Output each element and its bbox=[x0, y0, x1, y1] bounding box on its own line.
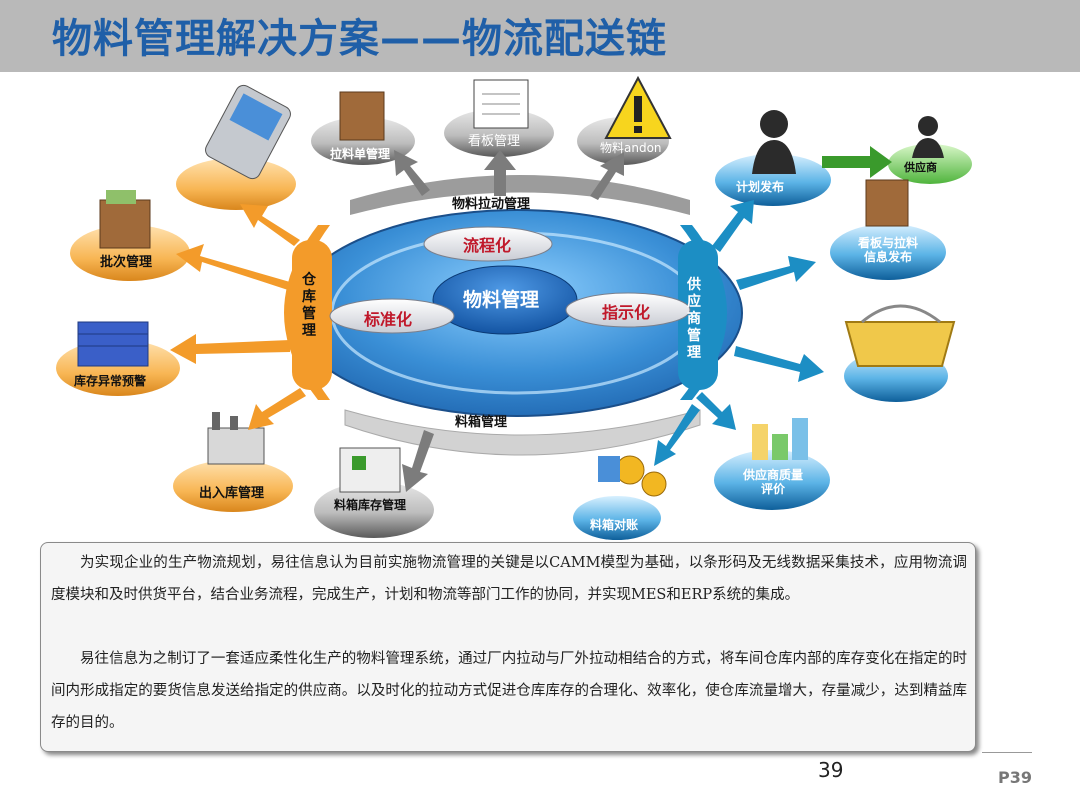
page-title: 物料管理解决方案——物流配送链 bbox=[52, 16, 667, 62]
inout-label: 出入库管理 bbox=[199, 486, 265, 501]
bin-management-arc bbox=[344, 409, 701, 456]
orange-arrows bbox=[170, 204, 306, 430]
description-box: 为实现企业的生产物流规划，易往信息认为目前实施物流管理的关键是以CAMM模型为基… bbox=[40, 542, 976, 752]
supplier-disc bbox=[888, 144, 972, 184]
paragraph-1: 为实现企业的生产物流规划，易往信息认为目前实施物流管理的关键是以CAMM模型为基… bbox=[51, 555, 967, 603]
pill-indicate-label: 指示化 bbox=[602, 303, 651, 322]
page-tag: P39 bbox=[998, 768, 1032, 787]
bag-icon bbox=[339, 91, 385, 141]
kanban-info-label: 看板与拉料信息发布 bbox=[857, 236, 918, 264]
arc-top-label: 物料拉动管理 bbox=[452, 197, 531, 212]
supplier-mgmt-label: 供应商管理 bbox=[687, 277, 701, 361]
reconcile-label: 料箱对账 bbox=[590, 518, 639, 532]
server-icon bbox=[77, 321, 149, 367]
coins-icon bbox=[598, 455, 667, 497]
pill-process-label: 流程化 bbox=[463, 236, 512, 255]
phone-disc bbox=[176, 158, 296, 210]
pill-standard-label: 标准化 bbox=[364, 310, 413, 329]
supplier-person-icon bbox=[912, 116, 944, 158]
plan-label: 计划发布 bbox=[736, 180, 785, 194]
supplier-band-fill bbox=[678, 240, 718, 390]
quality-disc bbox=[714, 450, 830, 510]
logistics-diagram bbox=[56, 75, 972, 540]
plan-disc bbox=[715, 154, 831, 206]
pulllist-disc bbox=[311, 117, 415, 165]
inventory-exception-label: 库存异常预警 bbox=[74, 374, 147, 388]
bar-chart-icon bbox=[752, 418, 808, 460]
factory-icon bbox=[207, 412, 265, 465]
footer-rule bbox=[982, 752, 1032, 753]
pill-indicate bbox=[565, 292, 691, 328]
green-arrow bbox=[822, 146, 892, 178]
batch-label: 批次管理 bbox=[100, 255, 153, 270]
supplier-label: 供应商 bbox=[904, 161, 937, 174]
box-icon bbox=[99, 190, 151, 249]
quality-label: 供应商质量评价 bbox=[742, 468, 803, 496]
phone-icon bbox=[205, 84, 291, 180]
store-icon bbox=[339, 447, 401, 493]
inout-disc bbox=[173, 460, 293, 512]
kanban-info-disc bbox=[830, 224, 946, 280]
warning-icon bbox=[604, 75, 672, 139]
warehouse-label: 仓库管理 bbox=[302, 272, 316, 339]
pill-standard bbox=[329, 298, 455, 334]
arc-bottom-label: 料箱管理 bbox=[455, 415, 508, 430]
core-label: 物料管理 bbox=[463, 289, 540, 311]
page-number: 39 bbox=[818, 758, 844, 782]
document-icon bbox=[473, 79, 529, 129]
store-label: 料箱库存管理 bbox=[334, 498, 407, 512]
basket-icon bbox=[844, 304, 956, 367]
kanban-label: 看板管理 bbox=[468, 134, 521, 149]
warehouse-band-fill bbox=[292, 240, 332, 390]
store-disc bbox=[314, 482, 434, 538]
bag-icon-right bbox=[865, 179, 909, 227]
title-bar bbox=[0, 0, 1080, 72]
pull-list-label: 拉料单管理 bbox=[330, 147, 391, 161]
grey-arrows-top bbox=[394, 150, 624, 200]
grey-arrow-bottom bbox=[402, 430, 434, 492]
person-icon bbox=[752, 110, 796, 174]
paragraph-2: 易往信息为之制订了一套适应柔性化生产的物料管理系统，通过厂内拉动与厂外拉动相结合… bbox=[51, 651, 967, 731]
pill-process bbox=[423, 226, 553, 262]
reconcile-disc bbox=[573, 496, 661, 540]
teal-arrows bbox=[654, 200, 824, 466]
andon-label: 物料andon bbox=[600, 141, 662, 155]
